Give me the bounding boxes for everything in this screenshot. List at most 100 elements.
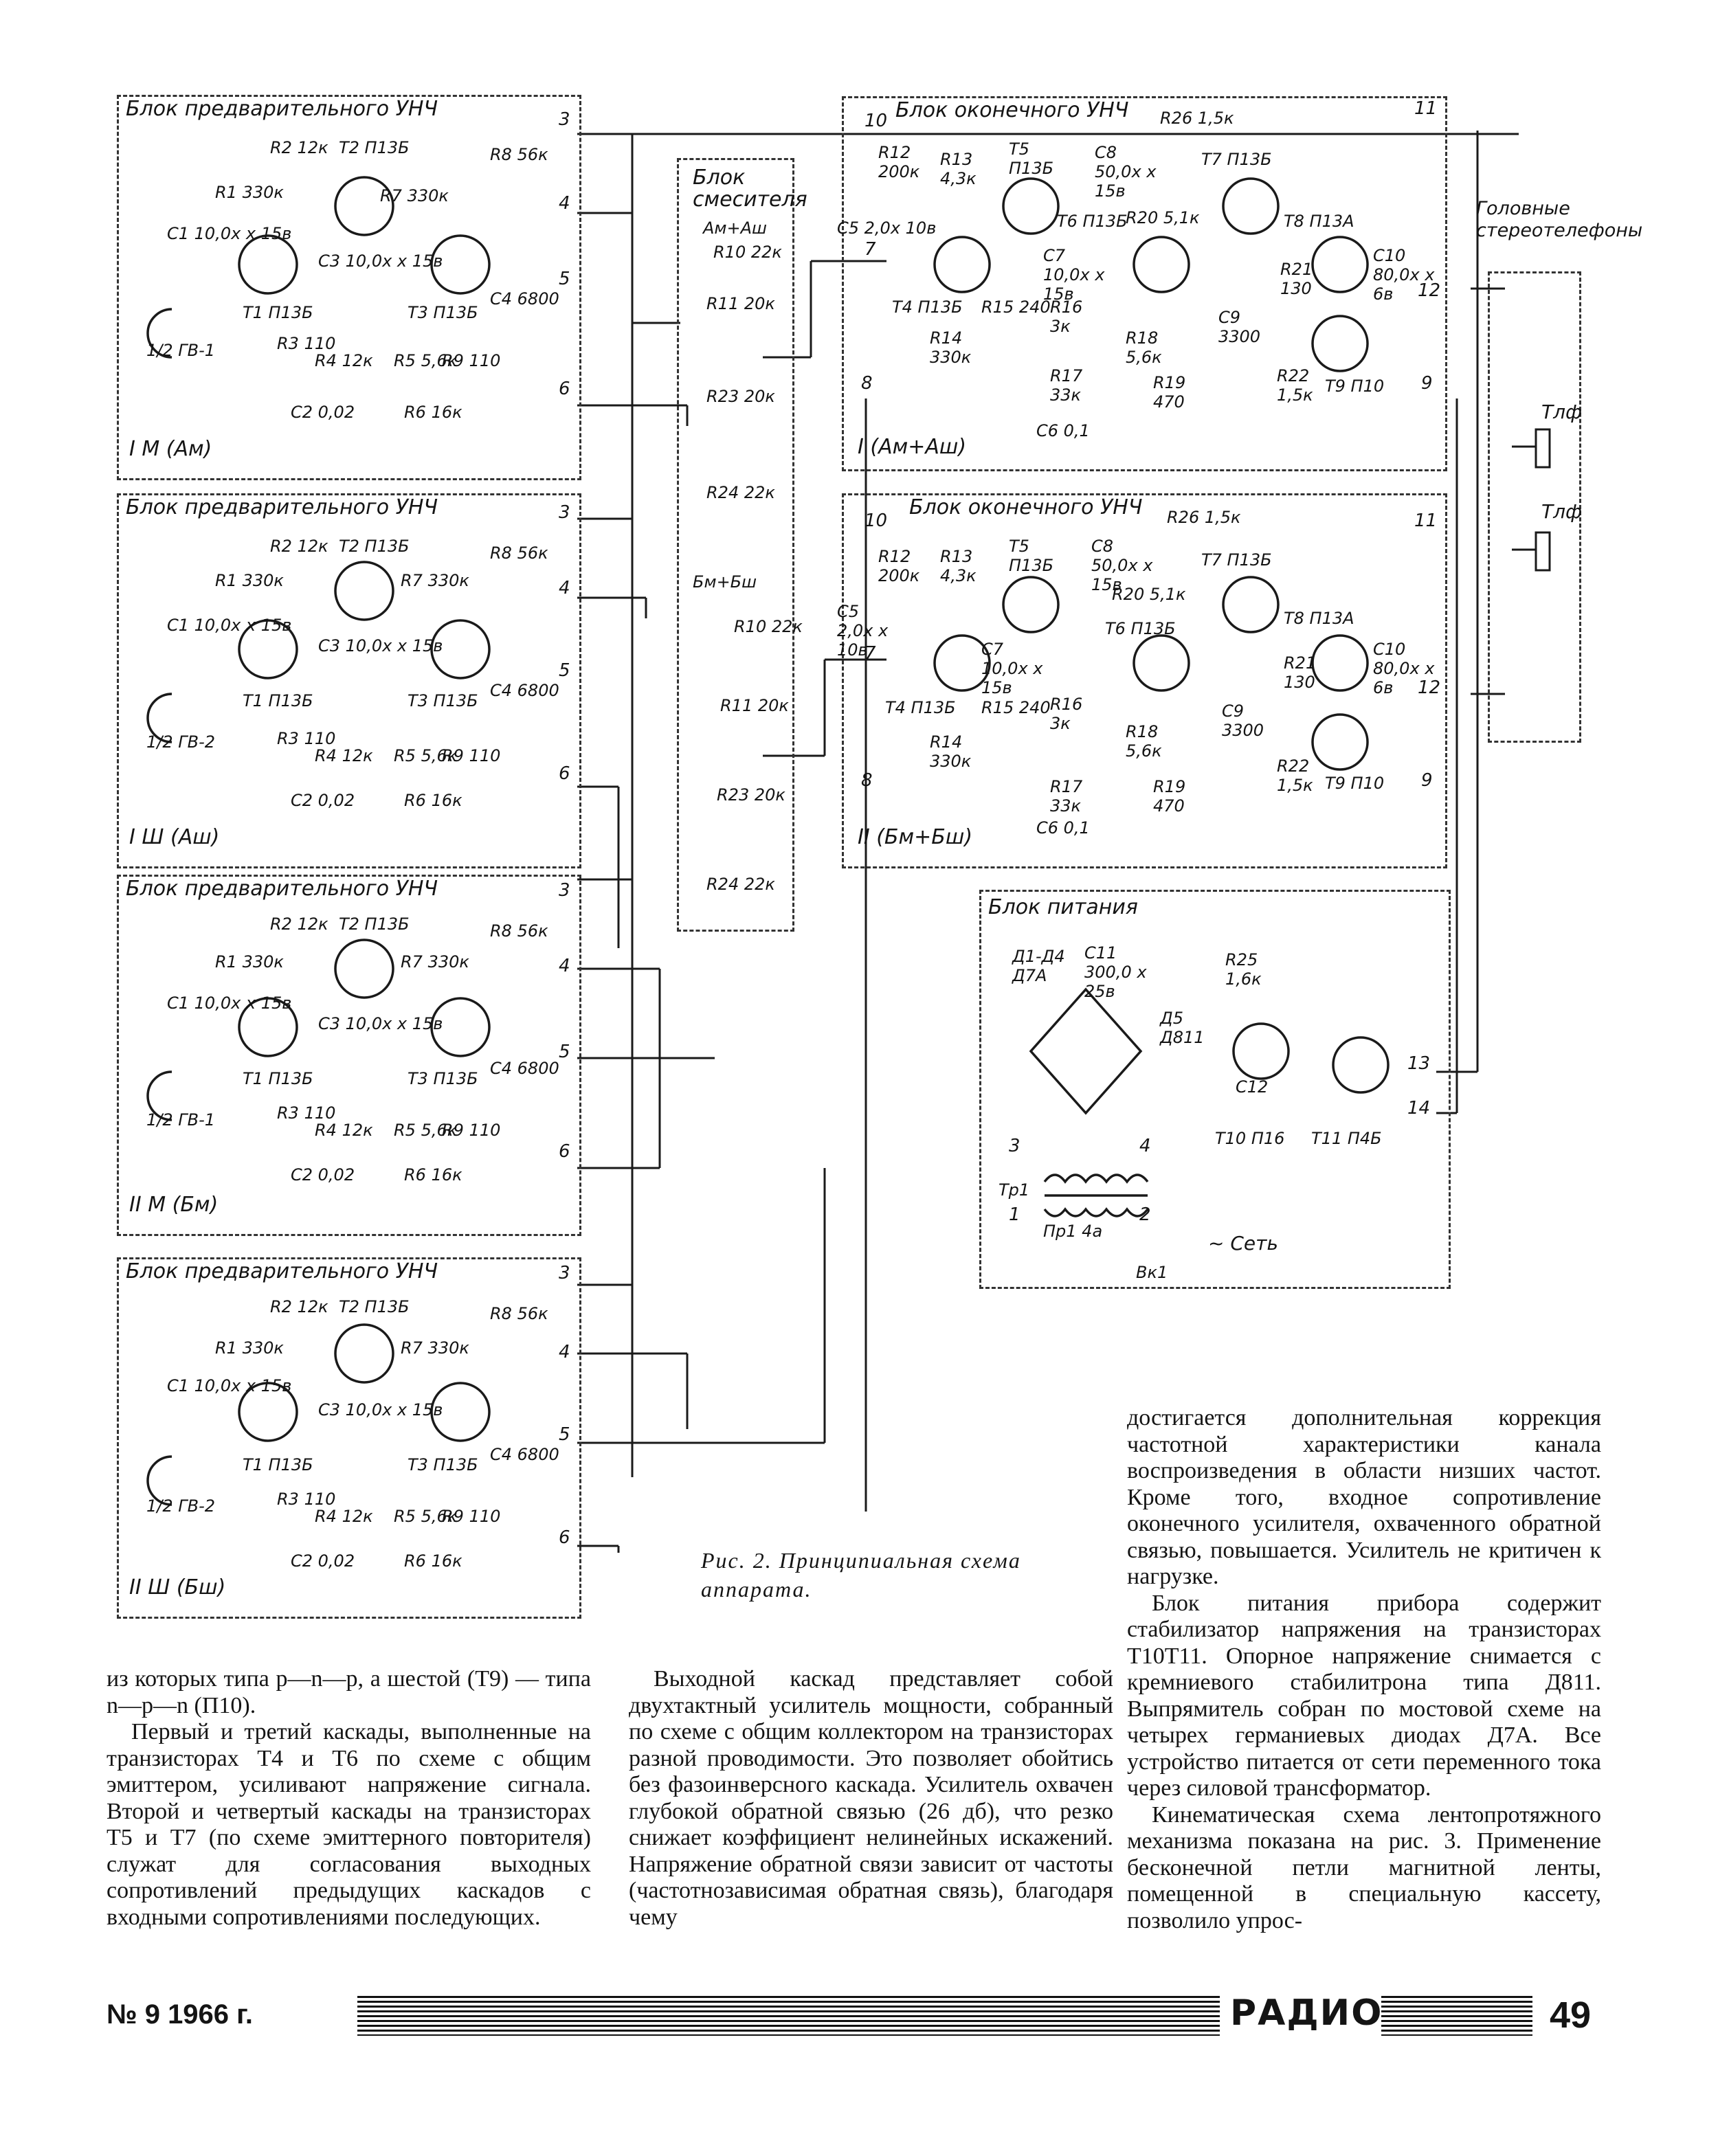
t2-label: T2 П13Б [339, 138, 410, 157]
c7-label: C7 10,0x x 15в [981, 640, 1043, 697]
power-title: Блок питания [988, 895, 1138, 919]
magazine-brand: РАДИО [1230, 1992, 1383, 2034]
r8-label: R8 56к [490, 921, 548, 941]
t1-label: T1 П13Б [243, 1069, 313, 1088]
r4-label: R4 12к [315, 1507, 373, 1526]
channel-label: II Ш (Бш) [129, 1575, 226, 1599]
t7-label: T7 П13Б [1201, 550, 1272, 570]
headphones-block: Головные стереотелефоны Тлф Тлф [1476, 198, 1642, 743]
r3-label: R3 110 [277, 334, 336, 353]
output-block-2: Блок оконечного УНЧ 10 11 R26 1,5к C8 50… [837, 493, 1447, 868]
node-5: 5 [559, 660, 570, 681]
t3-label: T3 П13Б [408, 1455, 478, 1474]
paragraph: Выходной каскад представляет собой двухт… [629, 1666, 1113, 1930]
block-title: Блок оконечного УНЧ [909, 495, 1143, 519]
r1-label: R1 330к [215, 952, 284, 972]
r24-label-2: R24 22к [706, 875, 775, 894]
r7-label: R7 330к [380, 186, 449, 205]
r18-label: R18 5,6к [1126, 722, 1162, 761]
r23-label-2: R23 20к [717, 785, 785, 805]
channel-label: I М (Ам) [129, 437, 212, 461]
r8-label: R8 56к [490, 543, 548, 563]
transformer-terminal-2: 2 [1139, 1204, 1151, 1225]
paragraph: достигается дополнительная коррекция час… [1127, 1405, 1601, 1589]
r9-label: R9 110 [442, 351, 501, 370]
r19-label: R19 470 [1153, 777, 1186, 816]
t8-label: T8 П13А [1284, 212, 1354, 231]
c4-label: C4 6800 [490, 681, 559, 700]
r3-label: R3 110 [277, 1103, 336, 1123]
r24-label: R24 22к [706, 483, 775, 502]
t4-label: T4 П13Б [892, 297, 963, 317]
r14-label: R14 330к [930, 328, 972, 367]
r5-label: R5 5,6к [394, 746, 458, 765]
r8-label: R8 56к [490, 1304, 548, 1323]
r14-label: R14 330к [930, 732, 972, 771]
block-title: Блок предварительного УНЧ [126, 877, 438, 901]
c2-label: C2 0,02 [291, 1165, 355, 1184]
c8-label: C8 50,0x x 15в [1095, 143, 1157, 201]
r3-label: R3 110 [277, 729, 336, 748]
t3-label: T3 П13Б [408, 691, 478, 710]
r3-label: R3 110 [277, 1490, 336, 1509]
mixer-mid-label: Бм+Бш [693, 572, 757, 592]
c5-label: C5 2,0x x 10в [837, 602, 889, 660]
r1-label: R1 330к [215, 183, 284, 202]
switch-label: Вк1 [1136, 1263, 1168, 1282]
c3-label: C3 10,0x x 15в [318, 636, 443, 655]
c8-label: C8 50,0x x 15в [1091, 537, 1153, 594]
r4-label: R4 12к [315, 1121, 373, 1140]
r9-label: R9 110 [442, 746, 501, 765]
c4-label: C4 6800 [490, 289, 559, 308]
r22-label: R22 1,5к [1277, 756, 1313, 795]
transformer-terminal-3: 3 [1009, 1136, 1020, 1156]
r12-label: R12 200к [878, 547, 920, 585]
schematic-wiring [146, 131, 1551, 1553]
block-title: Блок предварительного УНЧ [126, 97, 438, 121]
mixer-top-label: Ам+Аш [703, 218, 768, 238]
r4-label: R4 12к [315, 351, 373, 370]
paragraph: из которых типа p—n—p, а шестой (T9) — т… [107, 1666, 591, 1718]
r12-label: R12 200к [878, 143, 920, 181]
r10-label-2: R10 22к [734, 617, 803, 636]
c4-label: C4 6800 [490, 1445, 559, 1464]
r22-label: R22 1,5к [1277, 366, 1313, 405]
c6-label: C6 0,1 [1036, 818, 1090, 838]
node-8: 8 [861, 373, 873, 394]
tr1-label: Тр1 [999, 1180, 1030, 1200]
node-9: 9 [1421, 770, 1433, 791]
node-6: 6 [559, 1527, 570, 1548]
r13-label: R13 4,3к [940, 547, 977, 585]
node-14: 14 [1407, 1098, 1431, 1119]
c6-label: C6 0,1 [1036, 421, 1090, 440]
t5-label: T5 П13Б [1009, 139, 1054, 178]
c11-label: C11 300,0 x 25в [1084, 943, 1147, 1001]
node-11: 11 [1414, 510, 1438, 531]
c7-label: C7 10,0x x 15в [1043, 246, 1105, 304]
r1-label: R1 330к [215, 571, 284, 590]
c1-label: C1 10,0x x 15в [167, 224, 292, 243]
c4-label: C4 6800 [490, 1059, 559, 1078]
input-label: 1/2 ГВ-1 [146, 1110, 216, 1130]
channel-label: I Ш (Аш) [129, 825, 220, 849]
r6-label: R6 16к [404, 403, 462, 422]
r2-label: R2 12к [270, 914, 328, 934]
t3-label: T3 П13Б [408, 303, 478, 322]
t9-label: T9 П10 [1325, 774, 1385, 793]
preamp-block-3: Блок предварительного УНЧ R2 12к T2 П13Б… [117, 875, 581, 1236]
transformer-terminal-1: 1 [1009, 1204, 1020, 1225]
node-7: 7 [864, 643, 876, 664]
t8-label: T8 П13А [1284, 609, 1354, 628]
node-10: 10 [864, 510, 888, 531]
input-label: 1/2 ГВ-1 [146, 341, 216, 360]
r26-label: R26 1,5к [1167, 508, 1241, 527]
channel-label: II М (Бм) [129, 1193, 219, 1217]
output-block-1: Блок оконечного УНЧ 10 11 R26 1,5к C8 50… [837, 96, 1447, 471]
t6-label: T6 П13Б [1057, 212, 1128, 231]
node-11: 11 [1414, 98, 1438, 119]
node-12: 12 [1418, 280, 1441, 301]
r11-label-2: R11 20к [720, 696, 789, 715]
tlf-label-2: Тлф [1541, 500, 1582, 523]
node-12: 12 [1418, 677, 1441, 698]
r7-label: R7 330к [401, 952, 469, 972]
